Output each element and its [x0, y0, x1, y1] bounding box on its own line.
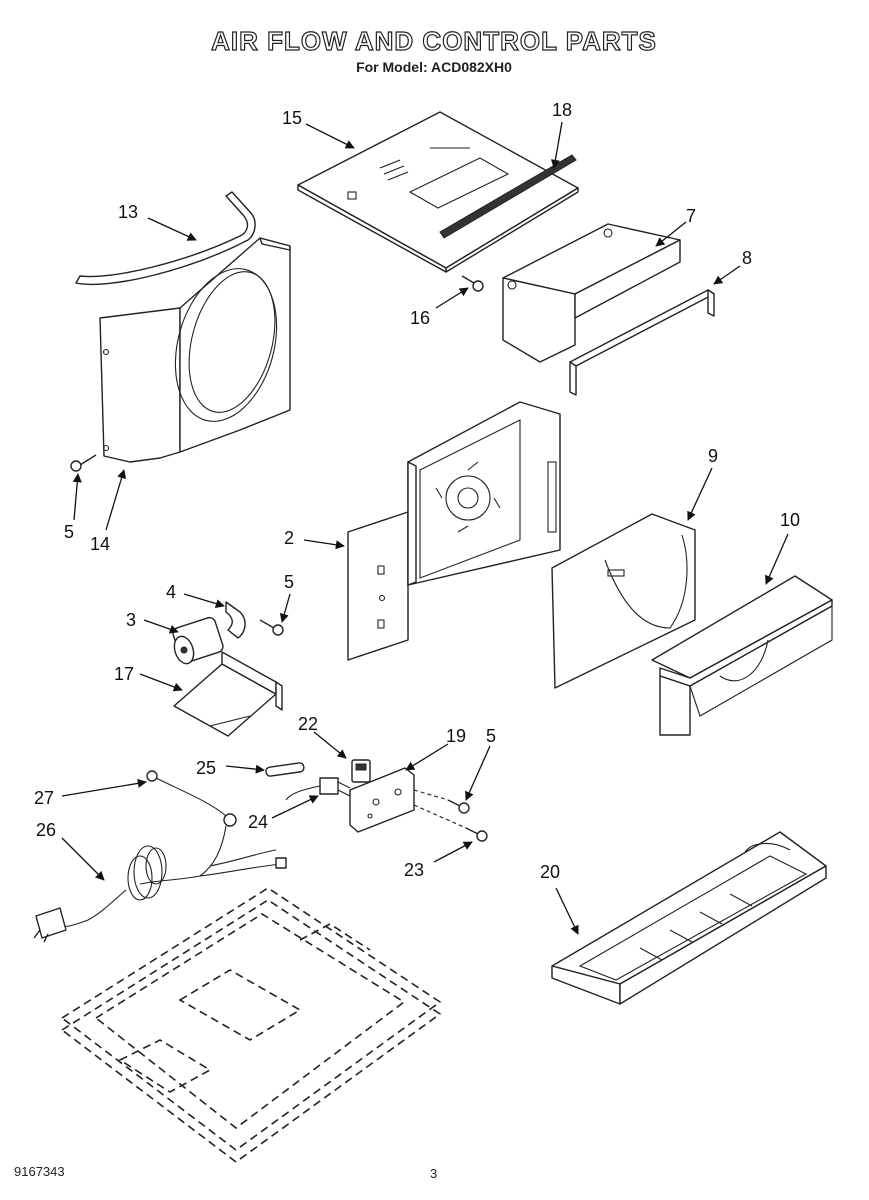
part-25-sleeve — [265, 762, 305, 777]
part-14-shroud — [99, 237, 291, 463]
callout-17: 17 — [114, 664, 134, 684]
document-number: 9167343 — [14, 1164, 65, 1179]
part-17-bracket — [173, 651, 283, 737]
part-5-screw-middle — [259, 619, 284, 636]
callout-14: 14 — [90, 534, 110, 554]
callout-7: 7 — [686, 206, 696, 226]
part-16-screw — [461, 275, 484, 292]
callout-23: 23 — [404, 860, 424, 880]
part-20-base-pan — [551, 831, 827, 1005]
callout-5-middle: 5 — [284, 572, 294, 592]
part-27-ground-screw — [146, 770, 237, 827]
callout-24: 24 — [248, 812, 268, 832]
callout-9: 9 — [708, 446, 718, 466]
part-5-screw-left — [70, 454, 97, 472]
part-9-scroll — [551, 513, 696, 689]
callout-13: 13 — [118, 202, 138, 222]
part-19-control-panel — [349, 767, 415, 833]
callout-18: 18 — [552, 100, 572, 120]
callout-15: 15 — [282, 108, 302, 128]
callout-2: 2 — [284, 528, 294, 548]
page-title: AIR FLOW AND CONTROL PARTS — [211, 26, 657, 56]
callout-16: 16 — [410, 308, 430, 328]
callout-20: 20 — [540, 862, 560, 882]
callout-5-left: 5 — [64, 522, 74, 542]
callout-22: 22 — [298, 714, 318, 734]
part-3-capacitor — [172, 616, 224, 665]
callout-5-right: 5 — [486, 726, 496, 746]
part-8-gasket — [569, 289, 715, 396]
part-26-power-cord — [33, 825, 287, 943]
part-24-switch — [285, 777, 351, 801]
callout-27: 27 — [34, 788, 54, 808]
part-5-screw-right — [447, 799, 470, 814]
callout-3: 3 — [126, 610, 136, 630]
callout-25: 25 — [196, 758, 216, 778]
page-number: 3 — [430, 1166, 437, 1181]
cabinet-base-outline — [60, 887, 442, 1163]
callout-4: 4 — [166, 582, 176, 602]
part-18-seal-strip — [439, 154, 577, 239]
part-4-clamp — [225, 601, 246, 639]
callout-8: 8 — [742, 248, 752, 268]
callout-10: 10 — [780, 510, 800, 530]
part-10-deflector — [651, 575, 833, 736]
part-15-top-cover — [297, 111, 579, 273]
model-subtitle: For Model: ACD082XH0 — [356, 59, 512, 75]
part-2-bracket — [347, 401, 561, 661]
part-22-knob — [351, 759, 371, 783]
part-13-foam-seal — [75, 191, 256, 286]
callout-26: 26 — [36, 820, 56, 840]
part-7-cover — [502, 223, 681, 363]
callout-19: 19 — [446, 726, 466, 746]
part-23-screw — [465, 827, 488, 842]
